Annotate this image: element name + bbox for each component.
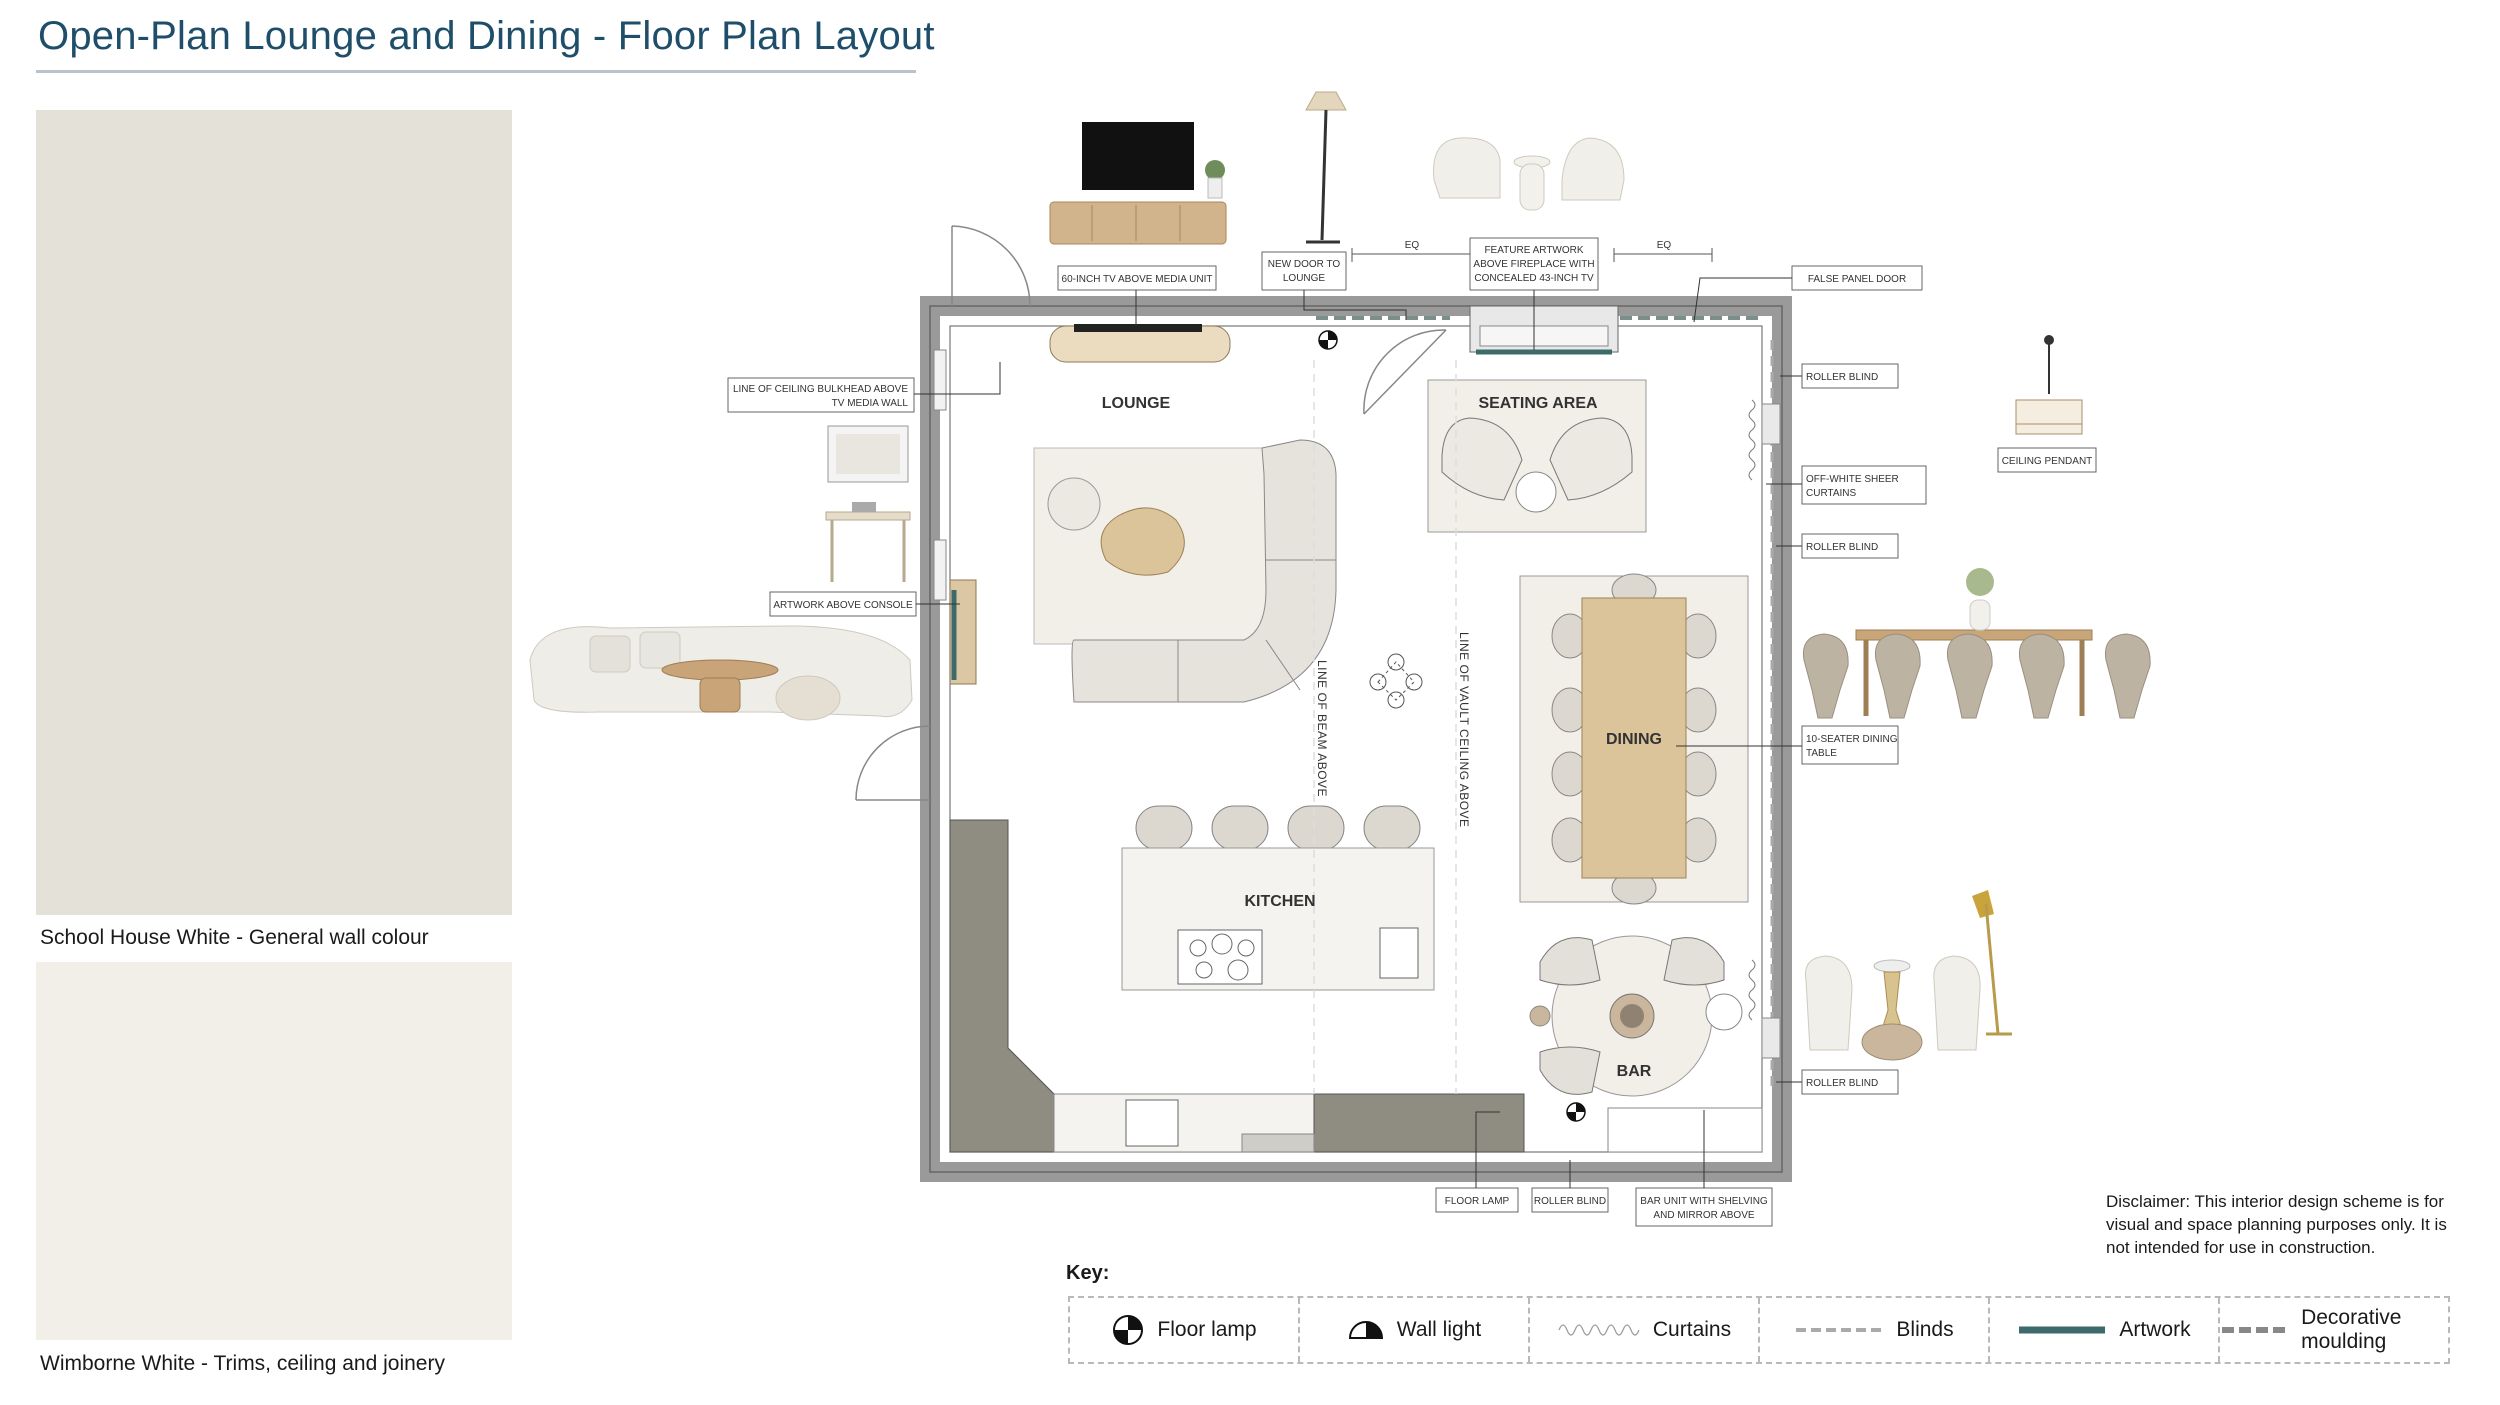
wall-light-icon [1348, 1321, 1383, 1339]
key-item-curtains: Curtains [1530, 1298, 1760, 1362]
curtains-right-wall [1748, 399, 1781, 1059]
callout-tv: 60-INCH TV ABOVE MEDIA UNIT [1062, 274, 1213, 285]
key-item-wall-light: Wall light [1300, 1298, 1530, 1362]
eq-label-2: EQ [1657, 240, 1672, 251]
eq-label-1: EQ [1405, 240, 1420, 251]
callout-artwork-line3: CONCEALED 43-INCH TV [1474, 273, 1594, 284]
key-label-wall-light: Wall light [1396, 1318, 1482, 1341]
callout-bulkhead-line2: TV MEDIA WALL [832, 398, 909, 409]
armchairs-image [1433, 137, 1625, 211]
swatch-label-wall-colour: School House White - General wall colour [40, 926, 429, 949]
callout-roller-4: ROLLER BLIND [1534, 1196, 1606, 1207]
moulding-icon [2222, 1327, 2290, 1333]
lounge-furniture [1033, 439, 1337, 703]
console-artwork-image [825, 425, 911, 582]
kitchen-furniture [949, 805, 1525, 1153]
media-wall [1049, 324, 1231, 363]
key-legend: Floor lamp Wall light Curtains Blinds Ar… [1068, 1296, 2450, 1364]
colour-swatch-wimborne-white [36, 962, 512, 1340]
callout-leaders [914, 277, 1802, 1188]
callout-console: ARTWORK ABOVE CONSOLE [773, 600, 913, 611]
doors [855, 225, 1447, 801]
callout-artwork-line1: FEATURE ARTWORK [1484, 245, 1583, 256]
key-item-artwork: Artwork [1990, 1298, 2220, 1362]
callout-artwork-line2: ABOVE FIREPLACE WITH [1473, 259, 1594, 270]
callout-door-line1: NEW DOOR TO [1268, 259, 1341, 270]
room-label-dining: DINING [1606, 731, 1662, 748]
room-label-lounge: LOUNGE [1102, 395, 1171, 412]
artwork-icon [2019, 1326, 2106, 1334]
room-label-kitchen: KITCHEN [1244, 893, 1315, 910]
note-beam: LINE OF BEAM ABOVE [1315, 660, 1329, 797]
callout-table-line1: 10-SEATER DINING [1806, 734, 1898, 745]
key-title: Key: [1066, 1262, 1110, 1284]
bar-seating-image [1804, 890, 2012, 1061]
key-label-artwork: Artwork [2119, 1318, 2191, 1341]
callout-roller-3: ROLLER BLIND [1806, 1078, 1878, 1089]
left-wall-details [933, 349, 977, 685]
ceiling-pendant-image [2015, 335, 2083, 435]
key-item-moulding: Decorative moulding [2220, 1298, 2448, 1362]
callout-table-line2: TABLE [1806, 748, 1837, 759]
room-label-bar: BAR [1617, 1063, 1652, 1080]
dining-set-image [1802, 568, 2151, 719]
curtains-icon [1558, 1324, 1640, 1336]
title-underline [36, 70, 916, 73]
bar-furniture [1529, 935, 1763, 1153]
key-label-curtains: Curtains [1652, 1318, 1732, 1341]
callout-bulkhead-line1: LINE OF CEILING BULKHEAD ABOVE [733, 384, 908, 395]
disclaimer: Disclaimer: This interior design scheme … [2106, 1192, 2447, 1257]
dining-furniture [1519, 573, 1749, 905]
swatch-label-trims: Wimborne White - Trims, ceiling and join… [40, 1352, 445, 1375]
tv-media-unit-image [1049, 122, 1227, 245]
callout-sheer-line2: CURTAINS [1806, 488, 1857, 499]
blinds-icon [1796, 1328, 1883, 1332]
seating-area-furniture [1427, 379, 1647, 533]
light-symbols [1318, 330, 1586, 1122]
note-vault: LINE OF VAULT CEILING ABOVE [1457, 632, 1471, 828]
callout-sheer-line1: OFF-WHITE SHEER [1806, 474, 1899, 485]
page-title: Open-Plan Lounge and Dining - Floor Plan… [38, 14, 935, 58]
callout-false-door: FALSE PANEL DOOR [1808, 274, 1906, 285]
key-label-moulding: Decorative moulding [2301, 1306, 2402, 1353]
colour-swatch-school-house-white [36, 110, 512, 915]
curved-sofa-image [529, 625, 913, 721]
callout-floor-lamp: FLOOR LAMP [1445, 1196, 1510, 1207]
callout-roller-1: ROLLER BLIND [1806, 372, 1878, 383]
callout-ceiling-pendant: CEILING PENDANT [2002, 456, 2093, 467]
room-label-seating: SEATING AREA [1478, 395, 1598, 412]
fireplace-feature [1469, 305, 1619, 355]
floor-lamp-image [1305, 91, 1347, 244]
callout-bar-line1: BAR UNIT WITH SHELVING [1640, 1196, 1768, 1207]
callout-door-line2: LOUNGE [1283, 273, 1326, 284]
ceiling-lights-diagram [1369, 653, 1423, 709]
key-label-blinds: Blinds [1896, 1318, 1954, 1341]
floor-lamp-icon [1113, 1315, 1144, 1345]
key-item-floor-lamp: Floor lamp [1070, 1298, 1300, 1362]
callout-roller-2: ROLLER BLIND [1806, 542, 1878, 553]
callout-boxes [727, 237, 2097, 1227]
key-label-floor-lamp: Floor lamp [1157, 1318, 1257, 1341]
callout-bar-line2: AND MIRROR ABOVE [1653, 1210, 1754, 1221]
ceiling-lines [1313, 360, 1457, 1094]
key-item-blinds: Blinds [1760, 1298, 1990, 1362]
